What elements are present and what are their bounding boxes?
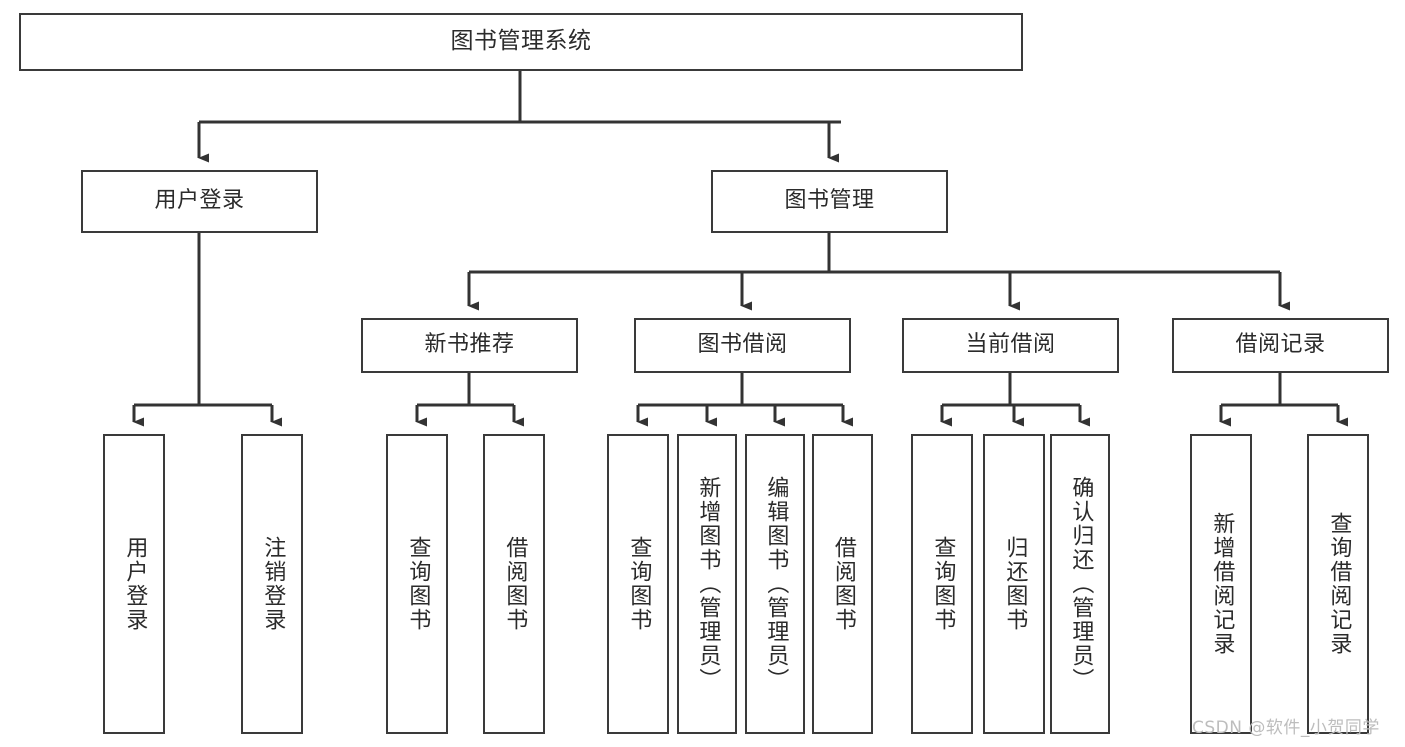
node-leaf-borrow-book-2-label: 借阅图书 (830, 536, 856, 632)
node-leaf-query-book-2[interactable]: 查询图书 (607, 434, 669, 734)
node-leaf-user-login-label: 用户登录 (122, 536, 148, 632)
node-leaf-confirm-return[interactable]: 确认归还（管理员） (1050, 434, 1110, 734)
node-new-book-rec-label: 新书推荐 (424, 332, 515, 358)
connector-root-to-level2 (197, 71, 841, 163)
node-leaf-add-record[interactable]: 新增借阅记录 (1190, 434, 1252, 734)
node-leaf-query-book-3[interactable]: 查询图书 (911, 434, 973, 734)
connector-newbookrec-to-leaves (415, 373, 524, 427)
node-root-label: 图书管理系统 (450, 28, 592, 55)
node-user-login-label: 用户登录 (154, 188, 245, 214)
node-leaf-borrow-book-1[interactable]: 借阅图书 (483, 434, 545, 734)
node-leaf-user-login[interactable]: 用户登录 (103, 434, 165, 734)
node-leaf-return-book-label: 归还图书 (1002, 536, 1028, 632)
node-current-borrow[interactable]: 当前借阅 (902, 318, 1119, 373)
node-leaf-add-book[interactable]: 新增图书（管理员） (677, 434, 737, 734)
connector-bookborrow-to-leaves (636, 373, 853, 427)
node-leaf-edit-book[interactable]: 编辑图书（管理员） (745, 434, 805, 734)
node-leaf-query-book-3-label: 查询图书 (930, 536, 956, 632)
node-leaf-logout[interactable]: 注销登录 (241, 434, 303, 734)
connector-currentborrow-to-leaves (940, 373, 1090, 427)
node-leaf-return-book[interactable]: 归还图书 (983, 434, 1045, 734)
node-user-login[interactable]: 用户登录 (81, 170, 318, 233)
node-book-manage[interactable]: 图书管理 (711, 170, 948, 233)
node-book-borrow-label: 图书借阅 (697, 332, 788, 358)
node-book-manage-label: 图书管理 (784, 188, 875, 214)
node-new-book-rec[interactable]: 新书推荐 (361, 318, 578, 373)
node-leaf-query-book-1[interactable]: 查询图书 (386, 434, 448, 734)
node-leaf-borrow-book-1-label: 借阅图书 (502, 536, 528, 632)
node-current-borrow-label: 当前借阅 (965, 332, 1056, 358)
node-leaf-edit-book-label: 编辑图书（管理员） (763, 476, 789, 692)
connector-bookmanage-to-level3 (467, 233, 1290, 311)
node-leaf-confirm-return-label: 确认归还（管理员） (1068, 476, 1094, 692)
node-book-borrow[interactable]: 图书借阅 (634, 318, 851, 373)
connector-borrowrecord-to-leaves (1219, 373, 1348, 427)
node-leaf-borrow-book-2[interactable]: 借阅图书 (812, 434, 873, 734)
connector-userlogin-to-leaves (132, 233, 282, 427)
node-borrow-record[interactable]: 借阅记录 (1172, 318, 1389, 373)
node-leaf-logout-label: 注销登录 (260, 536, 286, 632)
node-leaf-query-record-label: 查询借阅记录 (1326, 512, 1352, 656)
node-leaf-add-book-label: 新增图书（管理员） (695, 476, 721, 692)
node-leaf-query-book-2-label: 查询图书 (626, 536, 652, 632)
node-leaf-query-record[interactable]: 查询借阅记录 (1307, 434, 1369, 734)
node-leaf-query-book-1-label: 查询图书 (405, 536, 431, 632)
node-leaf-add-record-label: 新增借阅记录 (1209, 512, 1235, 656)
node-root-system[interactable]: 图书管理系统 (19, 13, 1023, 71)
node-borrow-record-label: 借阅记录 (1235, 332, 1326, 358)
